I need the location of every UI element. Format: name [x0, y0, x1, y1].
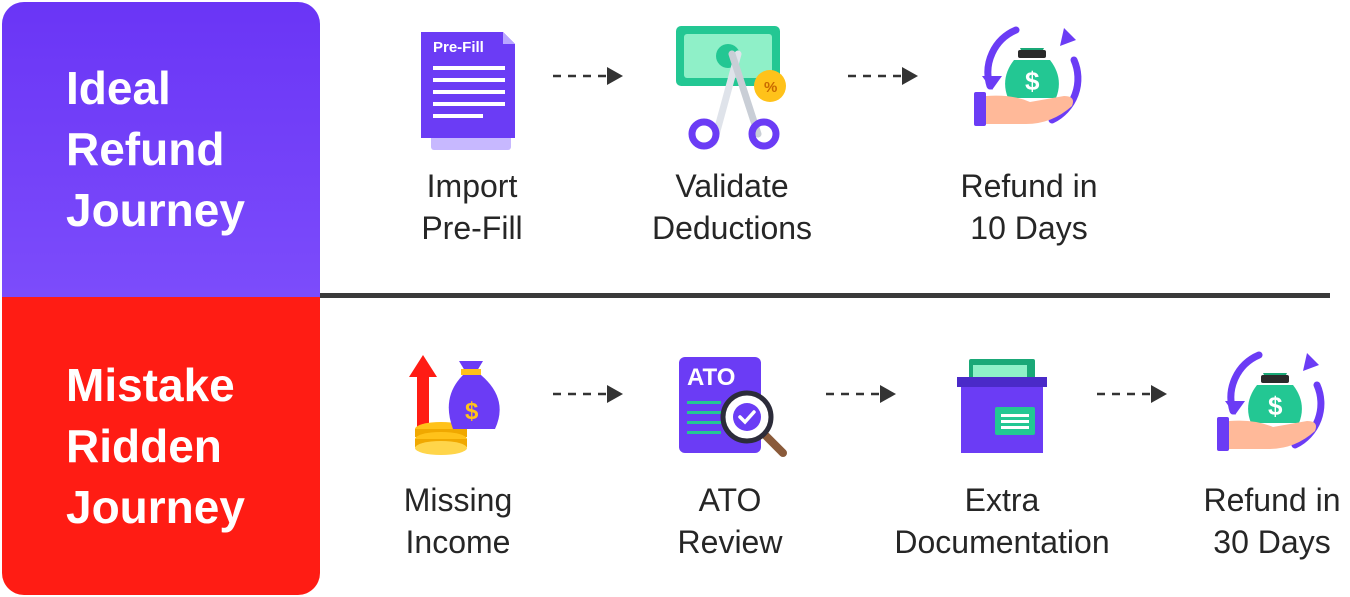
money-bag-hand-refund-icon: $ [974, 26, 1082, 126]
percent-badge: % [764, 79, 777, 96]
mistake-journey-panel: Mistake Ridden Journey [2, 297, 320, 595]
label-line: Income [405, 524, 511, 560]
label-line: Validate [675, 168, 789, 204]
label-line: 10 Days [970, 210, 1088, 246]
dollar-sign: $ [1268, 391, 1283, 421]
label-line: Missing [403, 482, 513, 518]
money-bag-hand-refund-icon: $ [1217, 351, 1325, 451]
arrow-right-icon [553, 67, 623, 85]
label-line: Deductions [651, 210, 813, 246]
ato-review-label: ATO Review [615, 479, 845, 563]
ato-doc-text: ATO [687, 364, 735, 391]
mistake-step-extra-documentation: Extra Documentation [887, 345, 1117, 585]
ideal-journey-title: Ideal Refund Journey [66, 58, 245, 241]
label-line: Refund in [960, 168, 1098, 204]
mistake-step-refund-30-days: $ Refund in 30 Days [1157, 345, 1350, 585]
mistake-step-missing-income: $ Missing Income [343, 345, 573, 585]
missing-income-label: Missing Income [343, 479, 573, 563]
arrow-right-icon [826, 385, 896, 403]
ideal-title-line-3: Journey [66, 184, 245, 236]
label-line: Import [426, 168, 518, 204]
money-bag-coins-arrow-icon: $ [409, 355, 500, 455]
import-pre-fill-label: Import Pre-Fill [357, 165, 587, 249]
arrow-right-icon [553, 385, 623, 403]
ideal-step-validate-deductions: % Validate Deductions [617, 20, 847, 260]
refund-30-days-label: Refund in 30 Days [1157, 479, 1350, 563]
scissors-cash-discount-icon: % [676, 26, 786, 150]
label-line: Review [677, 524, 783, 560]
extra-documentation-label: Extra Documentation [887, 479, 1117, 563]
label-line: Documentation [894, 524, 1110, 560]
validate-deductions-label: Validate Deductions [617, 165, 847, 249]
journey-divider [320, 293, 1330, 298]
ideal-title-line-2: Refund [66, 123, 225, 175]
mistake-title-line-1: Mistake [66, 358, 235, 411]
dollar-sign: $ [465, 398, 479, 425]
arrow-right-icon [848, 67, 918, 85]
ideal-journey-panel: Ideal Refund Journey [2, 2, 320, 297]
ideal-title-line-1: Ideal [66, 62, 171, 114]
folder-documents-icon [957, 359, 1047, 453]
mistake-title-line-3: Journey [66, 480, 245, 533]
mistake-title-line-2: Ridden [66, 419, 222, 472]
label-line: ATO [698, 482, 762, 518]
label-line: Pre-Fill [421, 210, 523, 246]
arrow-right-icon [1097, 385, 1167, 403]
mistake-step-ato-review: ATO ATO Review [615, 345, 845, 585]
refund-10-days-label: Refund in 10 Days [914, 165, 1144, 249]
label-line: Refund in [1203, 482, 1341, 518]
ato-document-magnifier-icon: ATO [679, 357, 787, 457]
mistake-journey-title: Mistake Ridden Journey [66, 355, 245, 538]
label-line: Extra [964, 482, 1040, 518]
label-line: 30 Days [1213, 524, 1331, 560]
pre-fill-doc-text: Pre-Fill [433, 39, 484, 56]
ideal-step-import-pre-fill: Pre-Fill Import Pre-Fill [357, 20, 587, 260]
pre-fill-document-icon: Pre-Fill [421, 32, 515, 150]
ideal-step-refund-10-days: $ Refund in 10 Days [914, 20, 1144, 260]
dollar-sign: $ [1025, 66, 1040, 96]
